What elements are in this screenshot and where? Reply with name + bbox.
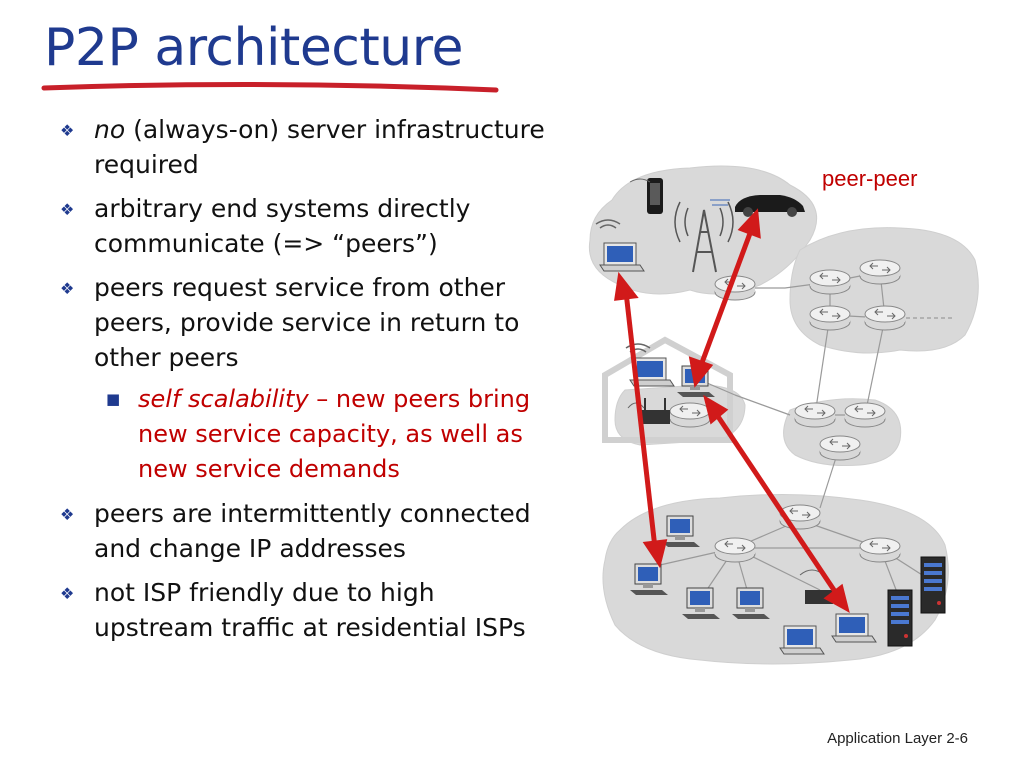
phone-icon: [629, 178, 663, 214]
bullet-item: ❖ arbitrary end systems directly communi…: [60, 191, 560, 261]
bullet-text: peers are intermittently connected and c…: [94, 499, 531, 563]
router-icon: [859, 259, 901, 285]
sub-bullet-text: – new peers bring new service capacity, …: [138, 385, 531, 483]
router-icon: [844, 402, 886, 428]
bullet-text: (always-on) server infrastructure requir…: [94, 115, 545, 179]
router-icon: [864, 305, 906, 331]
peer-peer-label: peer-peer: [822, 166, 917, 191]
sub-bullet-italic-lead: self scalability: [138, 385, 309, 413]
router-icon: [809, 269, 851, 295]
router-icon: [794, 402, 836, 428]
square-bullet-icon: ■: [106, 390, 121, 408]
mobile-network-cloud: [588, 165, 818, 295]
router-icon: [859, 537, 901, 563]
wifi-router-icon: [627, 398, 670, 424]
car-icon: [710, 195, 805, 217]
router-icon: [809, 305, 851, 331]
router-icon: [819, 435, 861, 461]
bullet-item: ❖ peers are intermittently connected and…: [60, 496, 560, 566]
router-icon: [714, 537, 756, 563]
router-icon: [669, 402, 711, 428]
slide-footer: Application Layer 2-6: [827, 730, 968, 747]
bullet-list: ❖ no (always-on) server infrastructure r…: [60, 112, 560, 654]
diamond-bullet-icon: ❖: [60, 584, 75, 603]
bullet-text: arbitrary end systems directly communica…: [94, 194, 471, 258]
server-icon: [920, 556, 946, 614]
bullet-text: peers request service from other peers, …: [94, 273, 520, 372]
bullet-text: not ISP friendly due to high upstream tr…: [94, 578, 526, 642]
diamond-bullet-icon: ❖: [60, 505, 75, 524]
title-underline: [41, 81, 499, 93]
server-icon: [887, 589, 913, 647]
bullet-italic-lead: no: [94, 115, 126, 144]
sub-bullet-item: ■ self scalability – new peers bring new…: [60, 382, 560, 487]
bullet-item: ❖ peers request service from other peers…: [60, 270, 560, 375]
diamond-bullet-icon: ❖: [60, 279, 75, 298]
home-icon: [602, 336, 733, 443]
diamond-bullet-icon: ❖: [60, 200, 75, 219]
cell-tower-icon: [674, 201, 734, 273]
p2p-network-diagram: peer-peer: [588, 165, 979, 665]
bullet-item: ❖ not ISP friendly due to high upstream …: [60, 575, 560, 645]
slide-title: P2P architecture: [44, 18, 463, 78]
diamond-bullet-icon: ❖: [60, 121, 75, 140]
bullet-item: ❖ no (always-on) server infrastructure r…: [60, 112, 560, 182]
